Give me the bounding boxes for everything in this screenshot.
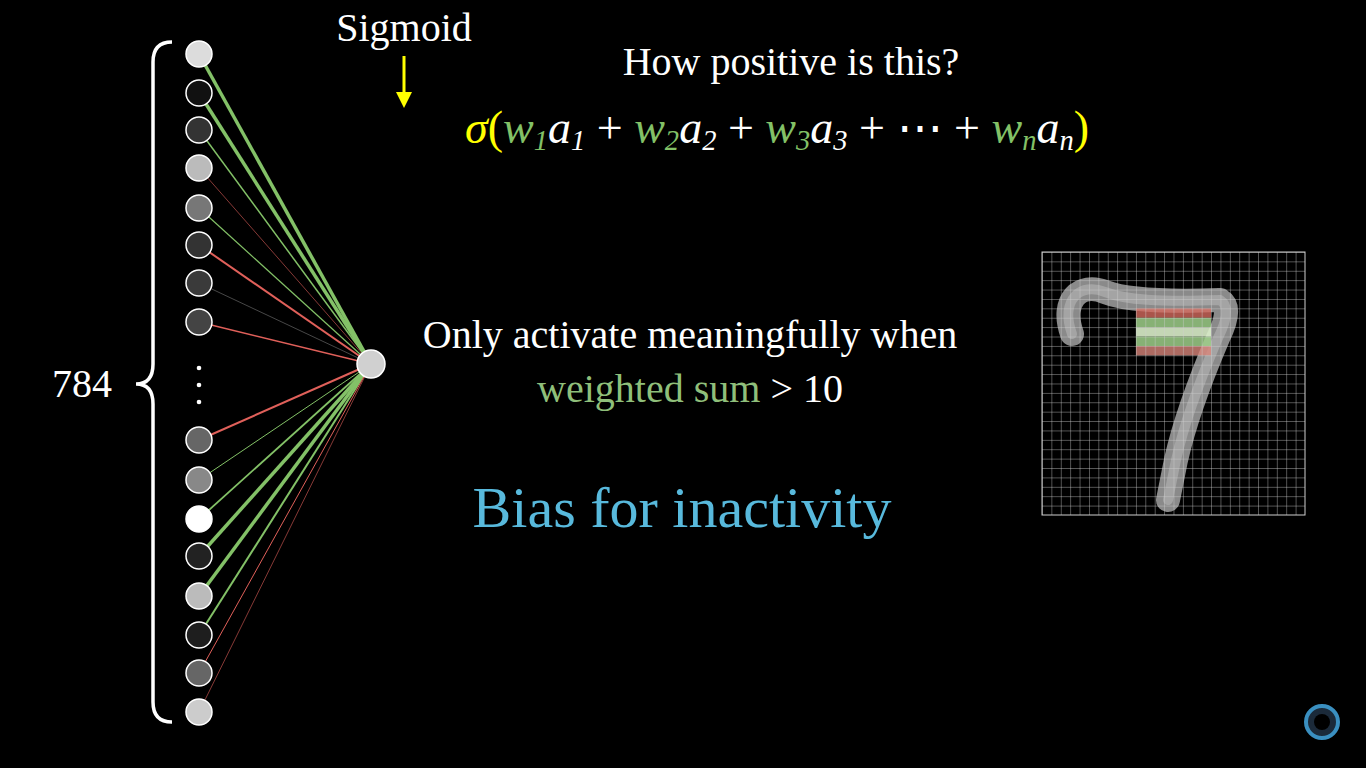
channel-logo [1306,706,1338,738]
input-neuron [186,660,212,686]
input-neuron [186,427,212,453]
weight-line [199,364,371,596]
digit-image [1042,252,1305,515]
subscript: 2 [702,126,716,157]
subscript: 2 [665,126,679,157]
input-neuron [186,506,212,532]
sigmoid-symbol: σ [465,102,488,153]
weight-symbol: w [765,102,796,153]
weight-line [199,168,371,364]
weight-line [199,130,371,364]
activation-symbol: a [679,102,702,153]
input-neuron [186,270,212,296]
input-neuron [186,80,212,106]
weight-line [199,245,371,364]
weight-line [199,364,371,440]
weight-line [199,364,371,519]
weight-line [199,364,371,673]
input-count: 784 [52,360,112,408]
input-neuron [186,699,212,725]
weight-symbol: w [991,102,1022,153]
weight-line [199,364,371,556]
subscript: 1 [534,126,548,157]
weight-symbol: w [503,102,534,153]
weight-line [199,93,371,364]
activation-symbol: a [548,102,571,153]
subscript: 3 [833,126,847,157]
weight-line [199,208,371,364]
sigmoid-symbol: ) [1074,102,1089,153]
input-neuron [186,622,212,648]
question-text: How positive is this? [623,38,960,86]
sigmoid-label: Sigmoid [336,4,472,52]
subscript: 3 [796,126,810,157]
output-neuron [357,350,385,378]
bias-heading: Bias for inactivity [473,473,892,543]
weighted-sum-formula: σ(w1a1 + w2a2 + w3a3 + ⋯ + wnan) [465,100,1089,155]
input-neuron [186,155,212,181]
input-neuron [186,41,212,67]
subscript: n [1022,126,1036,157]
weight-line [199,283,371,364]
input-neuron [186,117,212,143]
vertical-dots [197,366,202,405]
activation-symbol: a [810,102,833,153]
input-neurons [186,41,212,725]
weight-line [199,364,371,635]
weight-lines [199,54,371,712]
subscript: n [1059,126,1073,157]
input-neuron [186,232,212,258]
input-neuron [186,543,212,569]
weight-line [199,322,371,364]
input-neuron [186,583,212,609]
curly-brace [136,42,172,722]
activation-symbol: a [1036,102,1059,153]
weight-line [199,54,371,364]
weight-line [199,364,371,712]
input-neuron [186,467,212,493]
highlight-term: weighted sum [537,366,760,411]
pointer-arrow [396,56,412,108]
input-neuron [186,195,212,221]
activation-note: Only activate meaningfully when weighted… [380,308,1000,416]
subscript: 1 [571,126,585,157]
weight-symbol: w [634,102,665,153]
input-neuron [186,309,212,335]
sigmoid-symbol: ( [488,102,503,153]
